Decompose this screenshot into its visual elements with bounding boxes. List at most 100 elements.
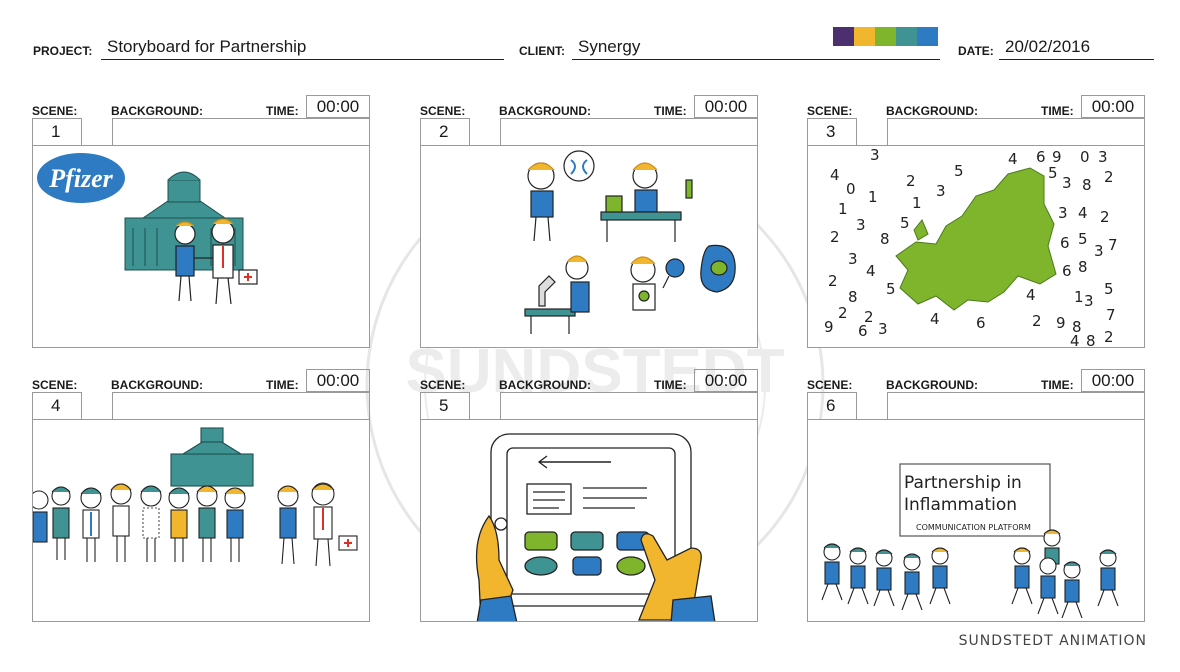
- svg-text:1: 1: [912, 194, 922, 212]
- building-illustration: [170, 427, 254, 487]
- svg-text:4: 4: [930, 310, 940, 328]
- svg-text:9: 9: [824, 318, 834, 336]
- svg-text:4: 4: [830, 166, 840, 184]
- client-field[interactable]: Synergy: [572, 36, 940, 60]
- svg-text:6: 6: [976, 314, 986, 332]
- time-label: TIME:: [266, 378, 299, 392]
- svg-text:4: 4: [1008, 150, 1018, 168]
- svg-text:5: 5: [1104, 280, 1114, 298]
- svg-text:5: 5: [1048, 164, 1058, 182]
- background-label: BACKGROUND:: [499, 104, 591, 118]
- hand-holding: [475, 514, 518, 621]
- project-field[interactable]: Storyboard for Partnership: [101, 36, 504, 60]
- svg-text:7: 7: [1106, 306, 1116, 324]
- time-label: TIME:: [266, 104, 299, 118]
- svg-text:6: 6: [858, 322, 868, 340]
- background-label: BACKGROUND:: [886, 378, 978, 392]
- scene-frame-4: [32, 419, 370, 622]
- svg-text:3: 3: [848, 250, 858, 268]
- svg-text:6: 6: [1060, 234, 1070, 252]
- svg-text:8: 8: [1078, 258, 1088, 276]
- background-field[interactable]: [887, 392, 1145, 419]
- swatch-green: [875, 27, 896, 46]
- svg-text:4: 4: [866, 262, 876, 280]
- scene-label: SCENE:: [807, 378, 853, 392]
- scene-number[interactable]: 5: [420, 392, 470, 419]
- svg-text:4: 4: [1078, 204, 1088, 222]
- scene-number[interactable]: 4: [32, 392, 82, 419]
- svg-text:6: 6: [1036, 148, 1046, 166]
- svg-text:2: 2: [1100, 208, 1110, 226]
- svg-text:5: 5: [1078, 230, 1088, 248]
- svg-text:0: 0: [846, 180, 856, 198]
- svg-text:9: 9: [1056, 314, 1066, 332]
- svg-text:3: 3: [1058, 204, 1068, 222]
- client-label: CLIENT:: [519, 44, 565, 58]
- scene-number[interactable]: 3: [807, 118, 857, 145]
- time-field[interactable]: 00:00: [1081, 95, 1145, 118]
- scientist-magnifier: [630, 244, 736, 311]
- background-field[interactable]: [887, 118, 1145, 145]
- scene-number[interactable]: 1: [32, 118, 82, 145]
- swatch-yellow: [854, 27, 875, 46]
- time-field[interactable]: 00:00: [694, 95, 758, 118]
- date-field[interactable]: 20/02/2016: [999, 36, 1154, 60]
- scene-label: SCENE:: [32, 104, 78, 118]
- scene-number[interactable]: 6: [807, 392, 857, 419]
- svg-text:3: 3: [870, 146, 880, 164]
- time-label: TIME:: [1041, 104, 1074, 118]
- svg-text:3: 3: [1062, 174, 1072, 192]
- time-label: TIME:: [654, 378, 687, 392]
- scene-frame-2: [420, 145, 758, 348]
- svg-text:3: 3: [1094, 242, 1104, 260]
- scene-frame-5: [420, 419, 758, 622]
- tablet-illustration: [490, 433, 692, 607]
- svg-text:2: 2: [828, 272, 838, 290]
- partnership-sign: Partnership in Inflammation COMMUNICATIO…: [899, 463, 1051, 537]
- background-field[interactable]: [500, 118, 758, 145]
- svg-text:1: 1: [1074, 288, 1084, 306]
- svg-text:2: 2: [864, 308, 874, 326]
- svg-text:2: 2: [906, 172, 916, 190]
- sign-line-1: Partnership in: [904, 473, 1022, 493]
- svg-text:8: 8: [1086, 332, 1096, 348]
- color-palette: [833, 27, 938, 46]
- svg-text:3: 3: [936, 182, 946, 200]
- scene-number[interactable]: 2: [420, 118, 470, 145]
- svg-text:3: 3: [1084, 292, 1094, 310]
- svg-text:2: 2: [830, 228, 840, 246]
- svg-text:2: 2: [1032, 312, 1042, 330]
- svg-text:2: 2: [838, 304, 848, 322]
- svg-text:3: 3: [856, 216, 866, 234]
- background-field[interactable]: [500, 392, 758, 419]
- europe-map: [895, 167, 1057, 311]
- pfizer-logo-text: Pfizer: [48, 164, 113, 193]
- pfizer-logo: [37, 153, 125, 203]
- svg-text:8: 8: [880, 230, 890, 248]
- sign-line-2: Inflammation: [904, 495, 1017, 515]
- scene-cell-1: SCENE: BACKGROUND: TIME: 00:00 1 Pfizer: [32, 95, 370, 348]
- background-field[interactable]: [112, 392, 370, 419]
- scene-cell-4: SCENE: BACKGROUND: TIME: 00:00 4: [32, 369, 370, 622]
- svg-text:0: 0: [1080, 148, 1090, 166]
- scene-cell-2: SCENE: BACKGROUND: TIME: 00:00 2: [420, 95, 758, 348]
- swatch-teal: [896, 27, 917, 46]
- time-field[interactable]: 00:00: [306, 95, 370, 118]
- time-field[interactable]: 00:00: [694, 369, 758, 392]
- background-field[interactable]: [112, 118, 370, 145]
- background-label: BACKGROUND:: [111, 104, 203, 118]
- svg-text:5: 5: [886, 280, 896, 298]
- svg-text:2: 2: [1104, 168, 1114, 186]
- svg-text:7: 7: [1108, 236, 1118, 254]
- scene-frame-1: Pfizer: [32, 145, 370, 348]
- svg-text:5: 5: [900, 214, 910, 232]
- scene-frame-6: Partnership in Inflammation COMMUNICATIO…: [807, 419, 1145, 622]
- svg-text:3: 3: [878, 320, 888, 338]
- time-field[interactable]: 00:00: [306, 369, 370, 392]
- time-field[interactable]: 00:00: [1081, 369, 1145, 392]
- footer-brand: SUNDSTEDT ANIMATION: [958, 633, 1147, 649]
- scene-label: SCENE:: [32, 378, 78, 392]
